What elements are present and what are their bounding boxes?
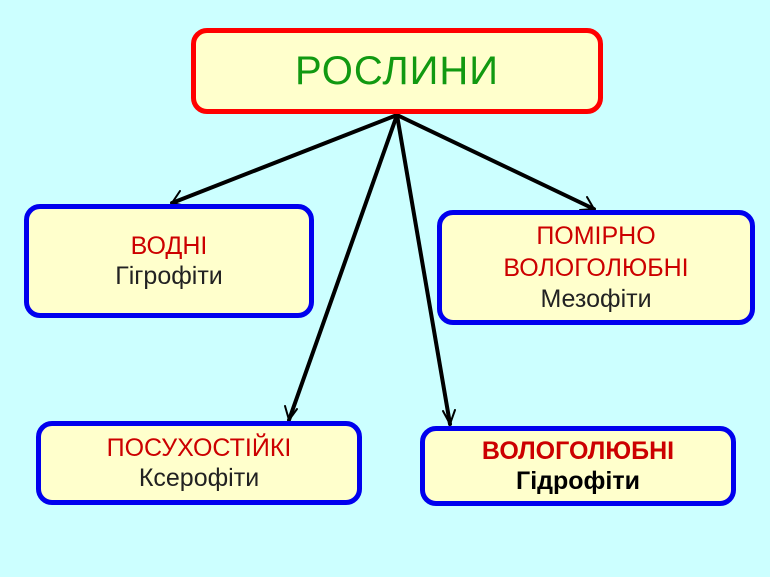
root-node: РОСЛИНИ: [191, 28, 603, 114]
node-vodni: ВОДНІ Гігрофіти: [24, 204, 314, 318]
arrow-to-vodni: [170, 113, 399, 205]
node-pomirno-subtitle: Мезофіти: [540, 284, 652, 313]
node-posuhostiiki: ПОСУХОСТІЙКІ Ксерофіти: [36, 421, 362, 505]
node-vodni-subtitle: Гігрофіти: [115, 262, 223, 290]
arrow-to-vologolubni: [395, 113, 452, 426]
arrowhead-vologolubni: [442, 409, 456, 427]
arrowhead-pomirno: [579, 196, 596, 211]
node-vologolubni-title: ВОЛОГОЛЮБНІ: [481, 437, 675, 465]
node-posuhostiiki-subtitle: Ксерофіти: [138, 464, 260, 492]
node-pomirno: ПОМІРНО ВОЛОГОЛЮБНІ Мезофіти: [437, 210, 755, 325]
node-vodni-title: ВОДНІ: [130, 232, 208, 260]
root-label: РОСЛИНИ: [294, 49, 500, 93]
node-posuhostiiki-title: ПОСУХОСТІЙКІ: [106, 434, 292, 462]
node-vologolubni: ВОЛОГОЛЮБНІ Гідрофіти: [420, 426, 736, 506]
arrow-to-posuhostiiki: [287, 113, 399, 422]
arrowhead-posuhostiiki: [284, 405, 298, 423]
node-pomirno-title-line1: ПОМІРНО: [536, 222, 656, 251]
node-vologolubni-subtitle: Гідрофіти: [516, 467, 640, 495]
node-pomirno-title-line2: ВОЛОГОЛЮБНІ: [503, 253, 689, 282]
arrow-to-pomirno: [395, 113, 596, 211]
